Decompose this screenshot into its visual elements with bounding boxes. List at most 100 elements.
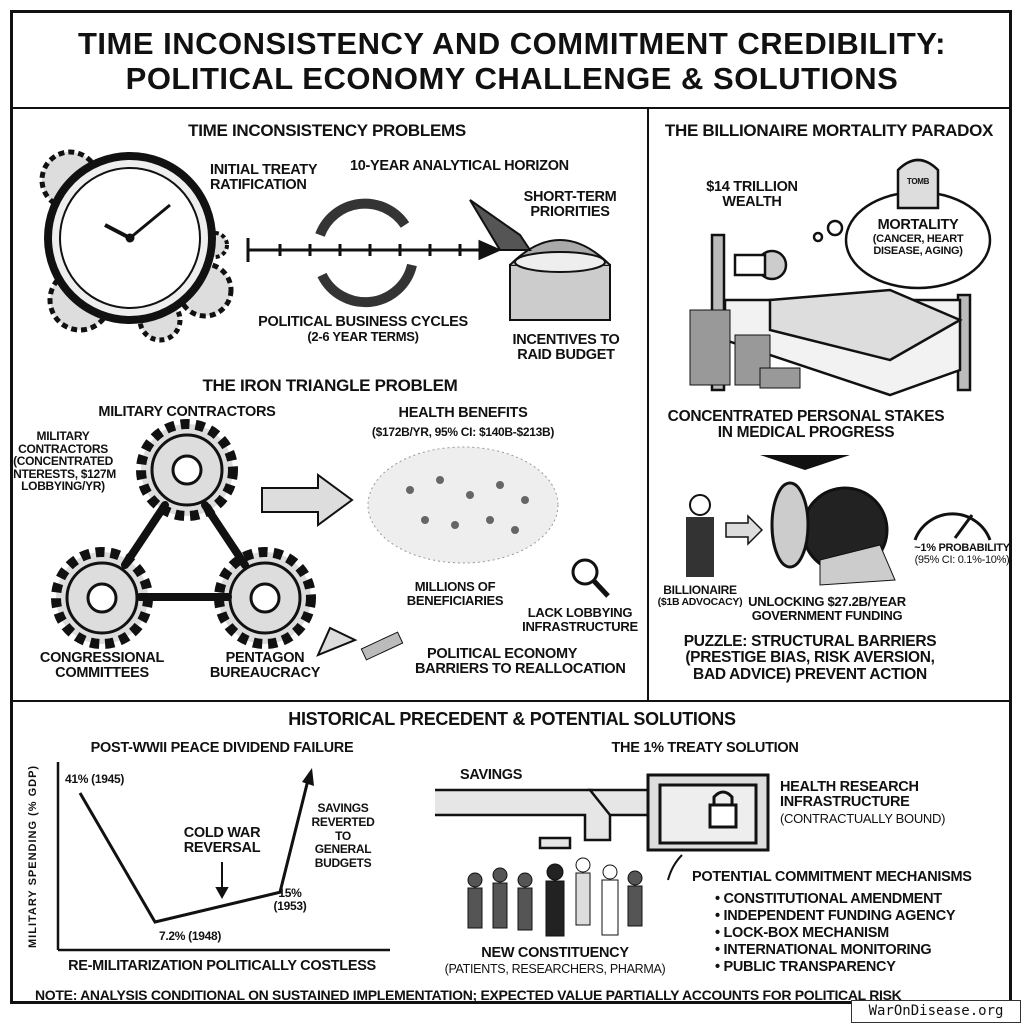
divider [647,109,649,701]
vault-icon [770,481,896,586]
magnifier-icon [571,558,610,598]
label-line: (CANCER, HEART [872,233,964,245]
label-line: HEALTH RESEARCH [780,779,919,795]
label-line: CONCENTRATED PERSONAL STAKES [667,408,945,425]
label-line: (1953) [273,898,307,913]
cycles-label: POLITICAL BUSINESS CYCLES(2-6 YEAR TERMS… [258,314,468,344]
label-line: GENERAL [314,842,372,857]
arrowhead [302,768,314,786]
label-line: INTERESTS, $127M [10,466,116,481]
mechanisms-list: • CONSTITUTIONAL AMENDMENT • INDEPENDENT… [715,891,956,976]
barrier-icon [360,631,404,661]
label-line: CONTRACTORS [18,441,108,456]
billionaire-icon [686,494,714,577]
timeline-arrow [246,238,502,262]
divider [12,107,1012,109]
health-ci-label: ($172B/YR, 95% CI: $140B-$213B) [371,425,555,439]
probability-label: ~1% PROBABILITY(95% CI: 0.1%-10%) [914,542,1010,566]
mechanisms-title: POTENTIAL COMMITMENT MECHANISMS [692,869,972,885]
chart-caption: RE-MILITARIZATION POLITICALLY COSTLESS [68,958,376,974]
infographic-frame [10,10,1012,1004]
label-line: POLITICAL BUSINESS CYCLES [258,314,468,330]
label-line: SAVINGS [317,801,369,815]
footnote: NOTE: ANALYSIS CONDITIONAL ON SUSTAINED … [35,987,902,1003]
label-line: COMMITTEES [55,665,149,682]
label-line: ($1B ADVOCACY) [657,595,743,608]
thought-cloud-icon [812,158,992,290]
label-line: TO [335,828,351,843]
label-line: INCENTIVES TO [512,332,620,348]
title-line-1: TIME INCONSISTENCY AND COMMITMENT CREDIB… [77,26,947,61]
label-line: RAID BUDGET [517,347,615,364]
label-line: REVERTED [311,814,375,829]
label-line: MILITARY [36,429,90,443]
horizon-label: 10-YEAR ANALYTICAL HORIZON [350,158,569,174]
label-line: IN MEDICAL PROGRESS [717,424,895,442]
point-label-1948: 7.2% (1948) [158,929,222,943]
label-line: (CONCENTRATED [13,454,113,469]
label-line: MILLIONS OF [414,579,496,594]
mechanism-item: • INTERNATIONAL MONITORING [715,942,932,958]
constituency-detail: (PATIENTS, RESEARCHERS, PHARMA) [444,962,666,976]
label-line: BAD ADVICE) PREVENT ACTION [693,665,927,683]
section-heading: HISTORICAL PRECEDENT & POTENTIAL SOLUTIO… [288,709,736,729]
people-icons [406,476,529,534]
label-line: BUREAUCRACY [209,665,321,682]
gear-icon [51,419,316,649]
mechanism-item: • INDEPENDENT FUNDING AGENCY [715,908,956,924]
label-line: (PRESTIGE BIAS, RISK AVERSION, [685,649,935,667]
cycle-arrows-icon [315,198,417,308]
label-line: CONGRESSIONAL [39,650,165,666]
down-arrow-icon [760,455,850,470]
label-line: UNLOCKING $27.2B/YEAR [748,594,906,609]
label-line: 15% [278,886,302,900]
pipe-icon [435,788,650,850]
beneficiaries-cloud [367,446,559,564]
health-benefits-label: HEALTH BENEFITS [398,405,528,421]
spending-line [78,779,310,924]
mortality-label: MORTALITY [877,217,959,233]
label-line: LACK LOBBYING [527,605,633,620]
gauge-icon [913,512,992,541]
contractors-label: MILITARY CONTRACTORS [98,404,276,420]
label-line: INITIAL TREATY [210,162,318,178]
title-line-2: POLITICAL ECONOMY CHALLENGE & SOLUTIONS [125,61,899,96]
label-line: (CONTRACTUALLY BOUND) [780,811,946,827]
label-line: BILLIONAIRE [663,583,737,597]
label-line: PENTAGON [225,650,305,666]
chart-ylabel: MILITARY SPENDING (% GDP) [27,764,39,948]
label-line: POLITICAL ECONOMY [427,646,578,662]
clock-icon [39,149,234,343]
arrow-icon [725,514,764,546]
mechanism-item: • PUBLIC TRANSPARENCY [715,959,896,975]
divider [12,700,1012,702]
treaty-title: THE 1% TREATY SOLUTION [611,740,799,756]
label-line: WEALTH [722,194,782,211]
mechanism-item: • CONSTITUTIONAL AMENDMENT [715,891,942,907]
label-line: $14 TRILLION [706,179,798,195]
label-line: COLD WAR [183,825,261,841]
label-line: PUZZLE: STRUCTURAL BARRIERS [683,633,937,650]
label-line: INFRASTRUCTURE [780,794,910,811]
label-line: LOBBYING/YR) [21,479,105,494]
label-line: RATIFICATION [210,177,307,194]
point-label-1945: 41% (1945) [65,772,125,786]
billionaire-label: BILLIONAIRE($1B ADVOCACY) [658,584,743,608]
chart-axes [56,762,390,952]
triangle-arrows [121,501,249,601]
